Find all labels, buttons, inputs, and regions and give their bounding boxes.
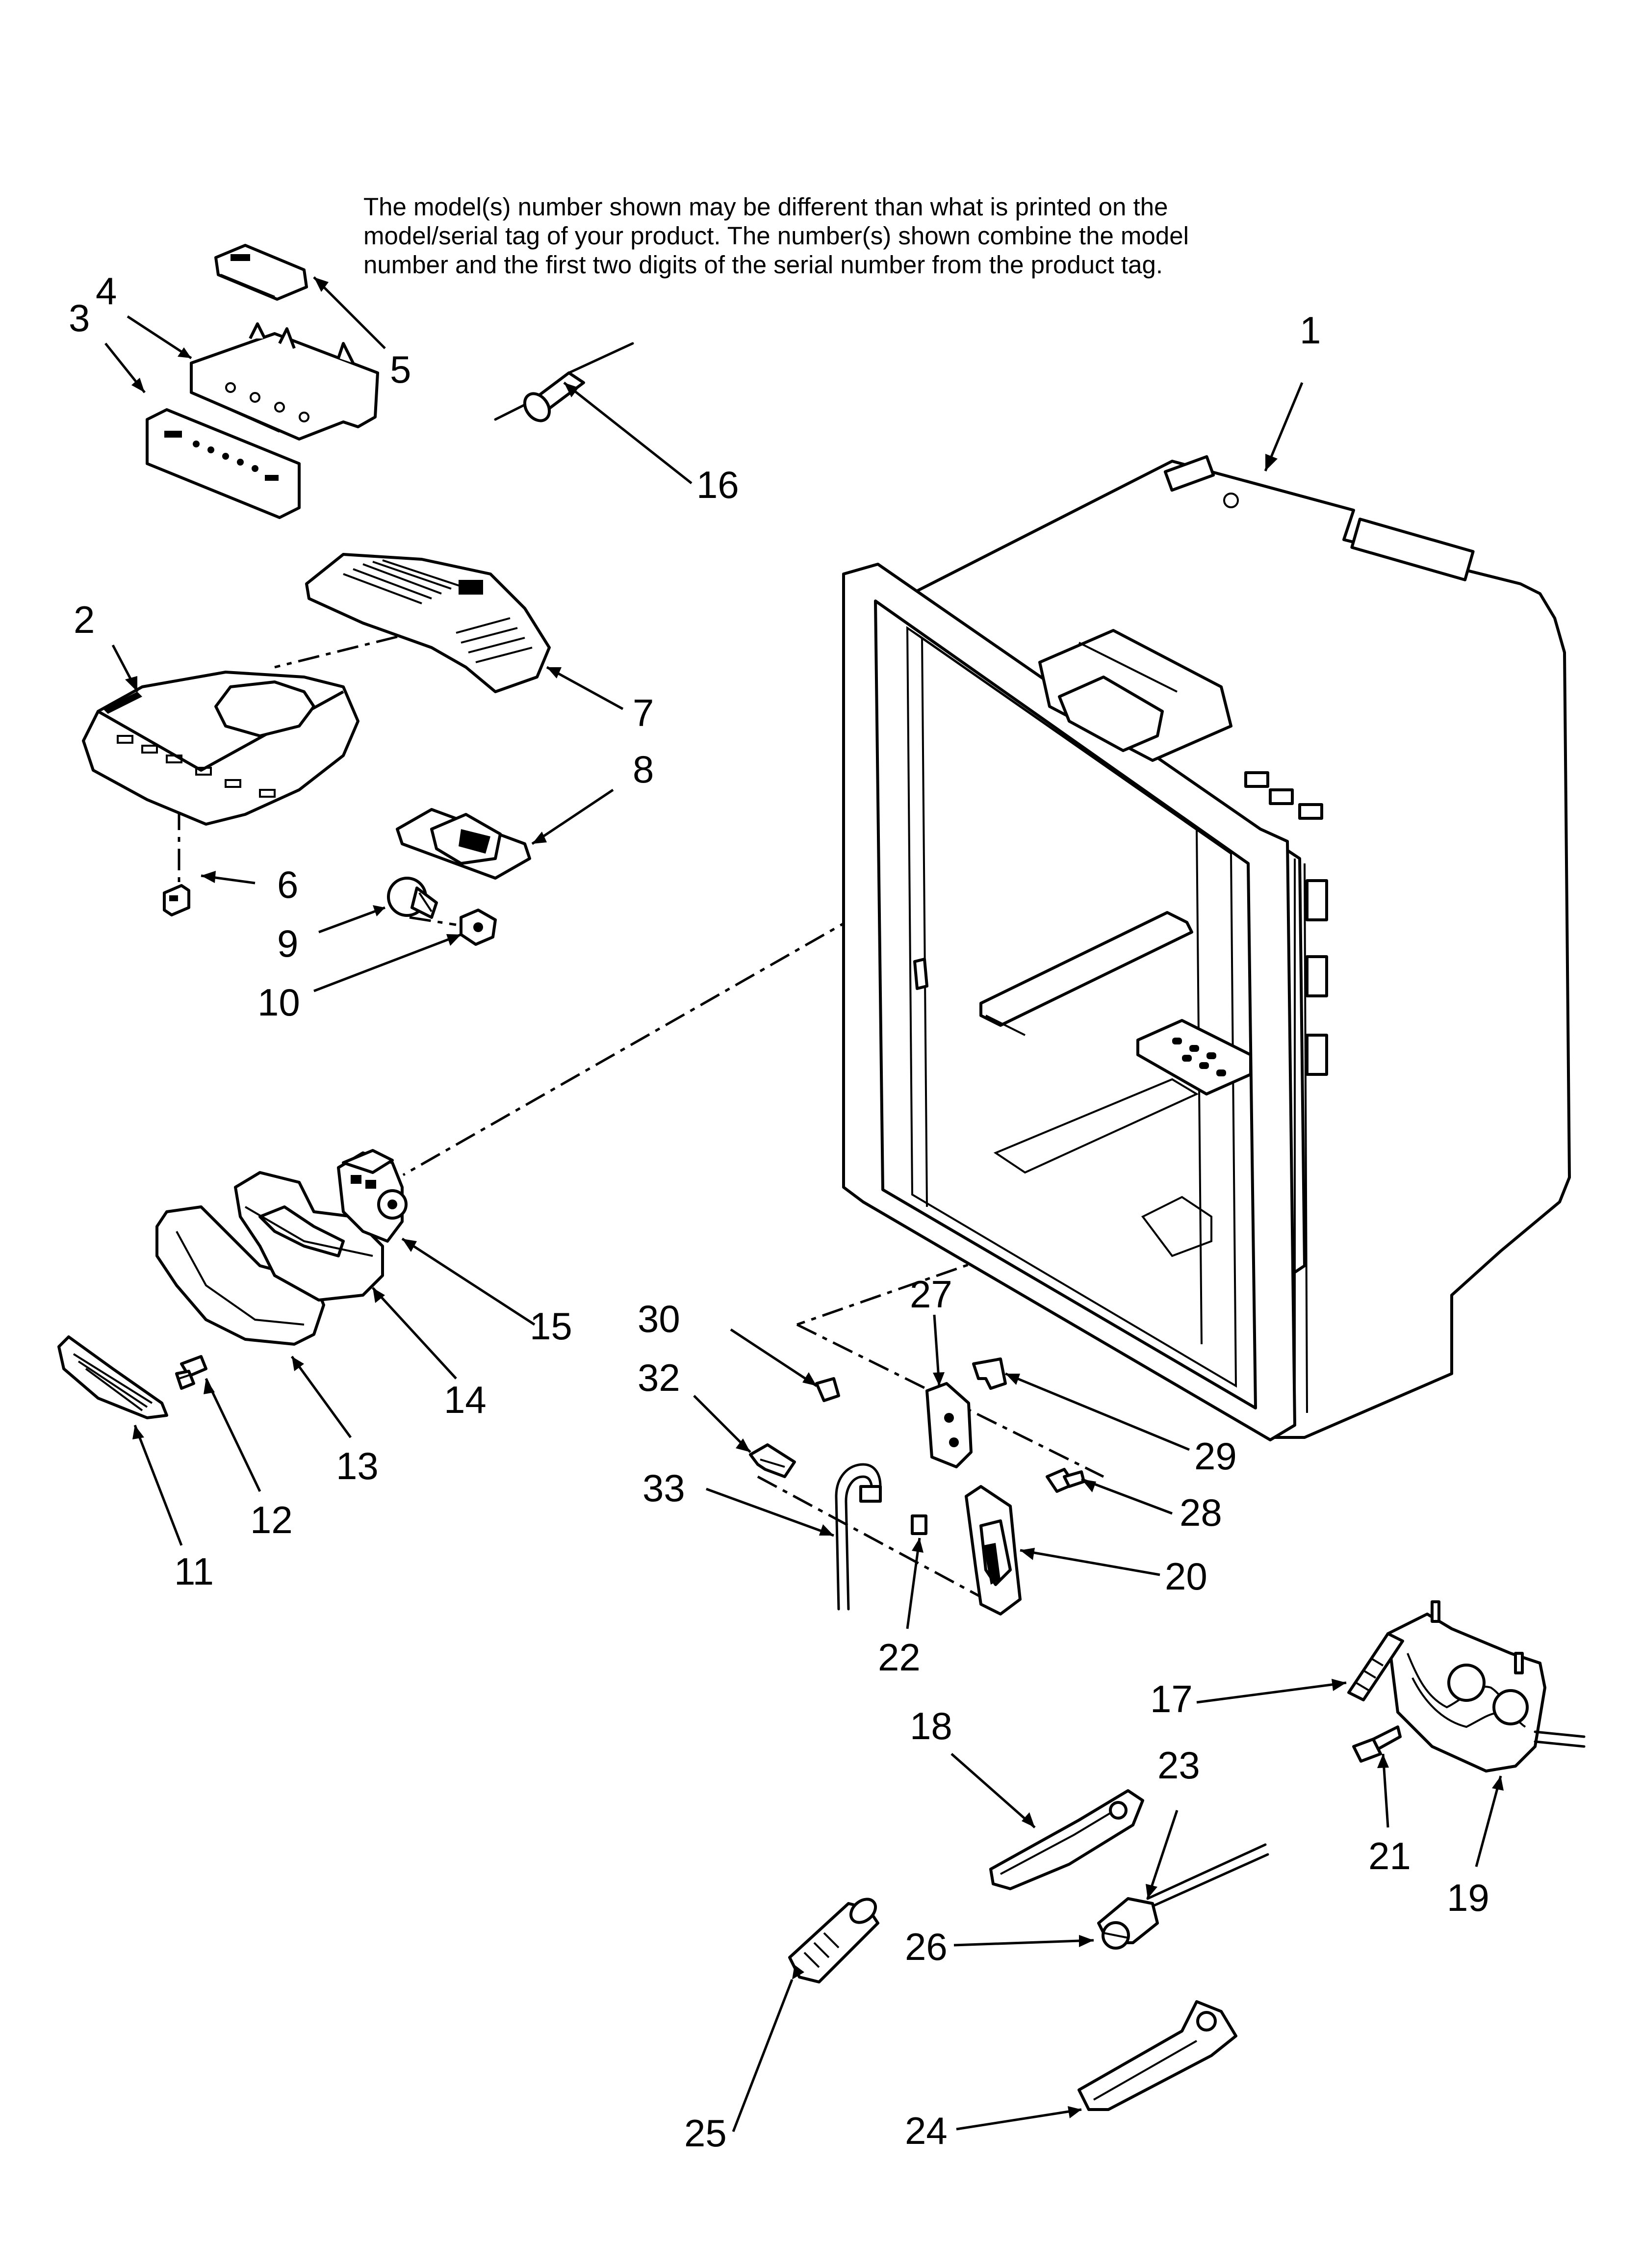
callout-23: 23 (1157, 1744, 1200, 1787)
part-21-screw (1352, 1725, 1402, 1763)
part-9-light-bulb (387, 877, 438, 919)
part-17-heater-screw (1347, 1632, 1404, 1701)
callout-9: 9 (277, 922, 298, 965)
part-16-fuse (494, 342, 634, 422)
part-11-dispenser-trim (57, 1335, 168, 1419)
part-5-switch (214, 244, 308, 301)
callout-15: 15 (530, 1304, 572, 1348)
part-10-light-socket (460, 909, 497, 946)
callout-29: 29 (1194, 1434, 1237, 1478)
callout-32: 32 (638, 1356, 680, 1399)
part-18-bracket (989, 1789, 1144, 1890)
leader-arrowheads (125, 277, 1504, 2118)
callout-1: 1 (1300, 309, 1321, 352)
part-28-screw (1046, 1468, 1085, 1493)
callout-8: 8 (633, 748, 654, 791)
callout-10: 10 (257, 981, 300, 1024)
callout-labels: 1 2 3 4 5 6 7 8 9 10 11 12 13 14 15 16 1… (69, 269, 1489, 2155)
callout-28: 28 (1180, 1491, 1222, 1534)
part-24-drain-trough (1078, 2000, 1237, 2111)
part-27-bracket (925, 1382, 973, 1468)
part-26-thermostat-clip (1102, 1921, 1130, 1950)
callout-7: 7 (633, 691, 654, 734)
callout-14: 14 (444, 1378, 487, 1421)
callout-26: 26 (905, 1925, 948, 1968)
part-25-cap (788, 1898, 879, 1983)
callout-5: 5 (390, 348, 411, 391)
part-22-clip (911, 1514, 927, 1535)
part-8-light-shield (396, 808, 531, 880)
callout-12: 12 (250, 1498, 293, 1541)
callout-6: 6 (277, 863, 298, 906)
callout-27: 27 (910, 1273, 952, 1316)
callout-19: 19 (1447, 1876, 1489, 1919)
leader-lines (104, 276, 1502, 2132)
note-line-1: The model(s) number shown may be differe… (363, 193, 1168, 221)
callout-13: 13 (336, 1444, 379, 1487)
part-19-heater-assembly (1386, 1600, 1586, 1773)
part-30-clip (815, 1377, 840, 1402)
part-3-control-overlay (146, 408, 301, 519)
callout-17: 17 (1150, 1677, 1193, 1721)
part-12-screw (175, 1355, 207, 1390)
callout-2: 2 (74, 598, 95, 641)
part-20-funnel (965, 1485, 1022, 1616)
callout-11: 11 (174, 1550, 214, 1593)
callout-20: 20 (1165, 1555, 1207, 1598)
part-29-gasket (972, 1357, 1007, 1390)
callout-3: 3 (69, 296, 90, 339)
callout-30: 30 (638, 1297, 680, 1340)
note-line-2: model/serial tag of your product. The nu… (363, 222, 1189, 250)
callout-4: 4 (96, 269, 117, 313)
callout-18: 18 (910, 1704, 952, 1747)
callout-25: 25 (684, 2112, 727, 2155)
note-line-3: number and the first two digits of the s… (363, 251, 1163, 279)
part-14-dispenser-housing (234, 1171, 384, 1302)
callout-16: 16 (696, 463, 739, 506)
part-1-cabinet-liner (842, 455, 1571, 1441)
model-number-note: The model(s) number shown may be differe… (363, 192, 1344, 279)
callout-22: 22 (878, 1636, 921, 1679)
part-13-dispenser-cover (155, 1205, 325, 1346)
callout-24: 24 (905, 2109, 948, 2152)
part-15-valve-assembly (337, 1149, 408, 1243)
part-32-clip (749, 1443, 796, 1478)
part-33-tube (835, 1463, 882, 1611)
part-7-air-diffuser (305, 553, 551, 693)
callout-33: 33 (642, 1466, 685, 1510)
part-4-control-housing (190, 322, 379, 441)
part-6-light-switch (163, 884, 190, 916)
callout-21: 21 (1368, 1834, 1411, 1877)
part-2-light-housing (82, 671, 359, 826)
